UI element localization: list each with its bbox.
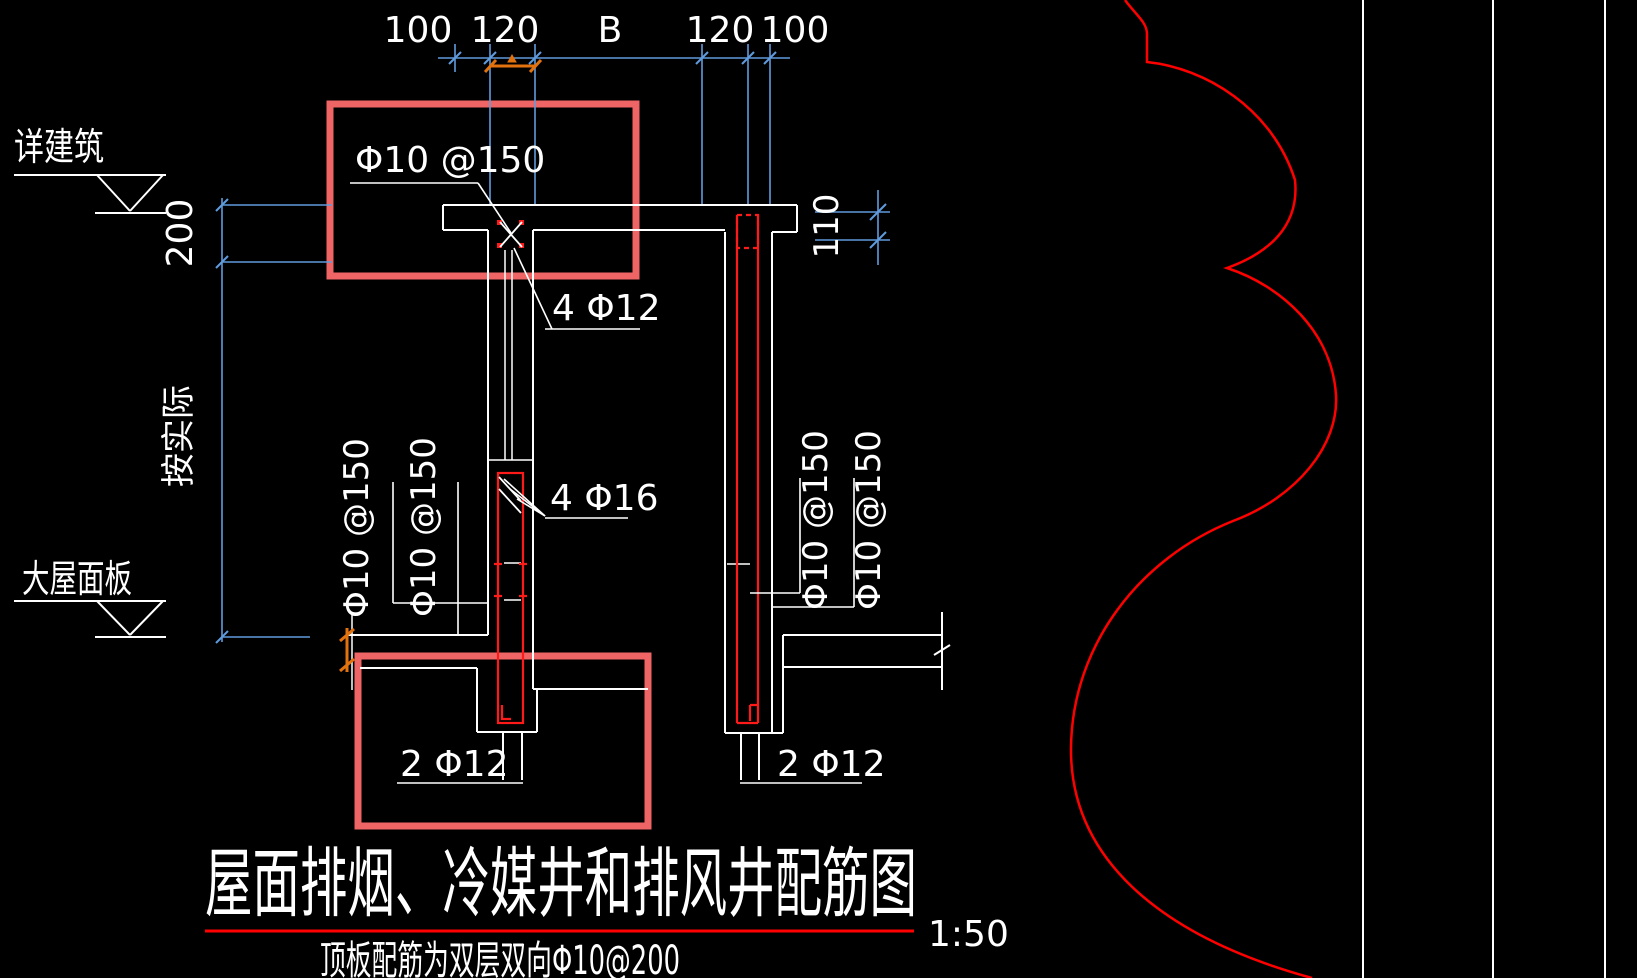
dim-label-B: B: [598, 10, 623, 51]
dim-label-120-right: 120: [686, 10, 755, 51]
drawing-title: 屋面排烟、冷媒井和排风井配筋图: [205, 839, 917, 928]
highlight-boxes: [326, 100, 652, 830]
label-dowels: 4 Φ16: [550, 478, 659, 519]
dim-note-as-built: 按实际: [159, 385, 199, 487]
title-block: 屋面排烟、冷媒井和排风井配筋图 1:50 顶板配筋为双层双向Φ10@200: [205, 839, 1009, 978]
leader-lines: [350, 182, 862, 784]
elevation-marker-top: [14, 174, 166, 214]
elevation-marker-bottom: [14, 600, 166, 638]
orange-highlight-dimension: [483, 53, 543, 74]
drawing-scale: 1:50: [928, 914, 1009, 955]
right-bar-hook: [748, 703, 757, 721]
label-wall-bars: 4 Φ12: [552, 288, 661, 329]
label-right-footing-bars: 2 Φ12: [777, 744, 886, 785]
right-slab-dimension: [815, 190, 890, 265]
stirrup-dashed: [735, 213, 760, 250]
label-right-wall-h1: Φ10 @150: [796, 430, 836, 610]
rebar-red: [494, 213, 760, 725]
highlight-box-bottom: [354, 652, 652, 830]
dim-label-120-left: 120: [471, 10, 540, 51]
top-dimension: [438, 44, 790, 205]
left-vertical-dimension: [215, 198, 332, 644]
revision-cloud: [1069, 0, 1338, 978]
x-mark: [498, 221, 523, 514]
drawing-note: 顶板配筋为双层双向Φ10@200: [320, 938, 680, 978]
label-left-footing-bars: 2 Φ12: [400, 744, 509, 785]
sheet-border-lines: [1362, 0, 1606, 978]
dim-label-100-left: 100: [384, 10, 453, 51]
label-left-wall-h2: Φ10 @150: [404, 437, 444, 617]
rebar-text-labels: Φ10 @150 4 Φ12 4 Φ16 2 Φ12 2 Φ12 Φ10 @15…: [337, 140, 889, 785]
dimension-ticks: [448, 51, 777, 65]
label-right-wall-h2: Φ10 @150: [849, 430, 889, 610]
left-dowel-bar: [496, 471, 525, 725]
dim-label-110: 110: [807, 194, 847, 259]
top-dimension-labels: 100 120 B 120 100: [384, 10, 830, 51]
dim-label-100-right: 100: [761, 10, 830, 51]
dim-label-200: 200: [160, 199, 201, 268]
structure-outline: [348, 204, 951, 780]
elevation-label-top: 详建筑: [14, 125, 104, 169]
label-left-wall-h1: Φ10 @150: [337, 438, 377, 618]
left-dowel-hook: [500, 705, 511, 721]
highlight-box-top: [326, 100, 640, 280]
elevation-label-bottom: 大屋面板: [22, 557, 132, 601]
label-slab-top-rebar: Φ10 @150: [355, 140, 545, 181]
orange-slab-marks: [339, 627, 355, 673]
